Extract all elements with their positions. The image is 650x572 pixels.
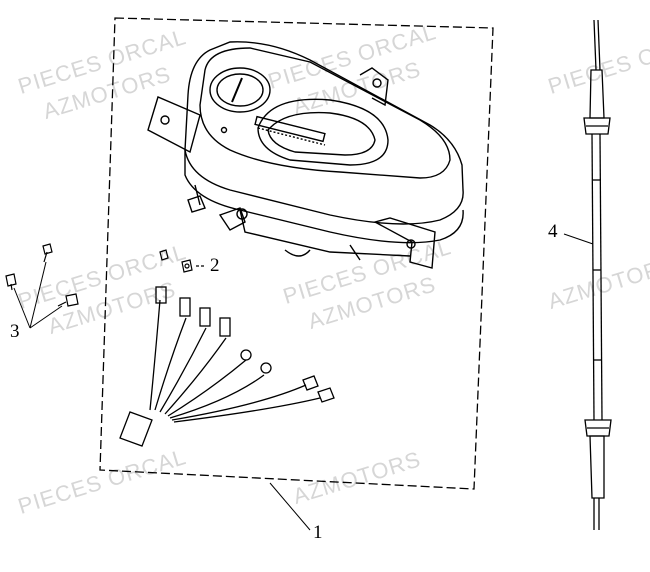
leader-lines <box>13 233 594 531</box>
screw-icon <box>159 249 205 273</box>
callout-assembly-number: 1 <box>313 522 323 543</box>
callout-bolts-number: 3 <box>10 321 20 342</box>
wiring-harness-icon <box>119 286 335 447</box>
assembly-boundary <box>99 17 494 490</box>
callout-cable-number: 4 <box>548 221 558 242</box>
speedometer-cable-icon <box>583 19 612 530</box>
callout-screw-number: 2 <box>210 255 220 276</box>
speedometer-icon <box>147 41 464 269</box>
bolt-icon <box>5 243 79 307</box>
